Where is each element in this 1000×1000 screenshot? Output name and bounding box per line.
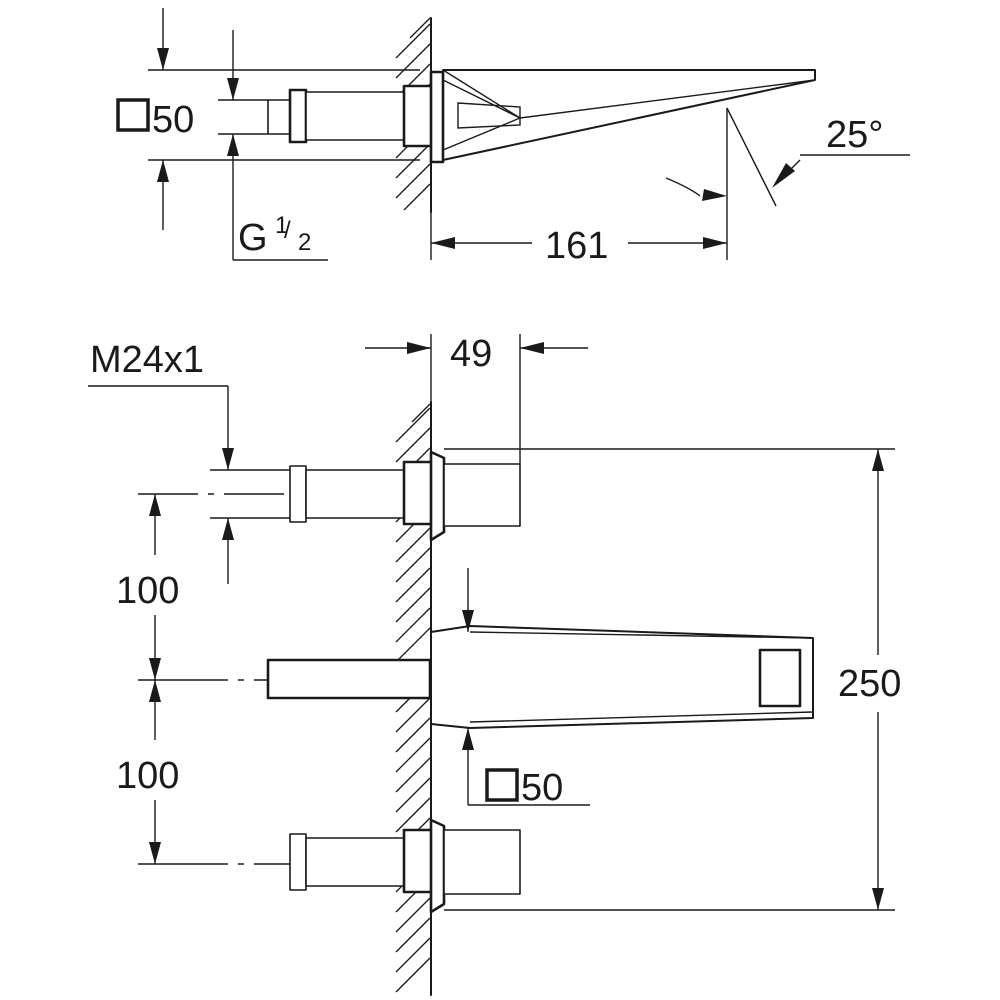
upper-handle xyxy=(443,463,521,527)
upper-valve-collar xyxy=(289,465,307,523)
lower-wall-plate xyxy=(429,818,446,914)
lower-valve-flange xyxy=(402,828,434,894)
arrow-sq-a xyxy=(157,48,169,70)
arrow-m24-b xyxy=(222,518,234,540)
arrow-m24-a xyxy=(222,448,234,470)
lower-valve-collar xyxy=(289,833,307,891)
wall-hatch-front xyxy=(395,403,431,993)
total-height-label: 250 xyxy=(838,663,901,705)
arrow-g-b xyxy=(227,134,239,156)
spacing-upper-label: 100 xyxy=(116,570,179,612)
square-symbol-front xyxy=(485,768,519,802)
upper-valve-flange xyxy=(402,460,434,526)
arrow-100b-top xyxy=(149,680,161,702)
arrow-250-bottom xyxy=(872,888,884,910)
angle-arc-left xyxy=(665,177,701,197)
arrow-100b-bottom xyxy=(149,842,161,864)
spout-outlet xyxy=(758,648,802,708)
thread-frac-slash: / xyxy=(284,217,291,244)
spout-nozzle-top xyxy=(457,102,521,129)
top-view: 50 G 1 / 2 161 25° xyxy=(116,8,910,267)
upper-wall-plate xyxy=(429,450,446,542)
arrow-161-b xyxy=(703,237,727,249)
spout-top-edge xyxy=(469,631,814,639)
spout-edge2-top xyxy=(442,69,521,119)
arrow-49-a xyxy=(407,342,431,354)
lower-handle xyxy=(443,829,521,895)
spout-front xyxy=(430,625,814,729)
thread-g-label: G xyxy=(238,217,268,259)
arrow-spout-a xyxy=(462,610,474,632)
arrow-100a-top xyxy=(149,494,161,516)
spout-connector xyxy=(266,658,432,700)
wall-plate-top xyxy=(429,70,445,164)
valve-flange-top xyxy=(402,84,434,148)
spout-outline-top xyxy=(442,69,816,161)
arrow-250-top xyxy=(872,449,884,471)
spout-square-label: 50 xyxy=(521,767,563,809)
arrow-g-a xyxy=(227,78,239,100)
arrow-sq-b xyxy=(157,160,169,182)
front-view: M24x1 49 100 100 250 xyxy=(88,333,901,996)
upper-valve-body xyxy=(305,469,407,519)
arrow-161-a xyxy=(431,237,455,249)
arrow-spout-b xyxy=(462,728,474,750)
valve-stem-top xyxy=(267,99,291,135)
angle-ray xyxy=(726,107,777,207)
spacing-lower-label: 100 xyxy=(116,755,179,797)
thread-m-label: M24x1 xyxy=(90,339,204,381)
arrow-49-b xyxy=(520,342,544,354)
projection-label: 161 xyxy=(545,225,608,267)
arrow-angle-left xyxy=(702,189,727,201)
valve-body-top xyxy=(305,91,407,141)
square-symbol-top xyxy=(116,98,150,132)
angle-label: 25° xyxy=(826,114,883,156)
lower-valve-body xyxy=(305,837,407,887)
square-size-top: 50 xyxy=(152,99,194,141)
valve-collar-top xyxy=(288,88,308,144)
spout-inner-top xyxy=(442,79,522,151)
arrow-100a-bottom xyxy=(149,658,161,680)
spout-edge-top xyxy=(519,79,816,119)
arrow-angle-right xyxy=(772,163,795,188)
spout-bottom-edge xyxy=(469,711,814,723)
thread-frac-num: 1 xyxy=(275,212,288,239)
depth-label: 49 xyxy=(450,333,492,375)
thread-frac-den: 2 xyxy=(298,229,311,256)
